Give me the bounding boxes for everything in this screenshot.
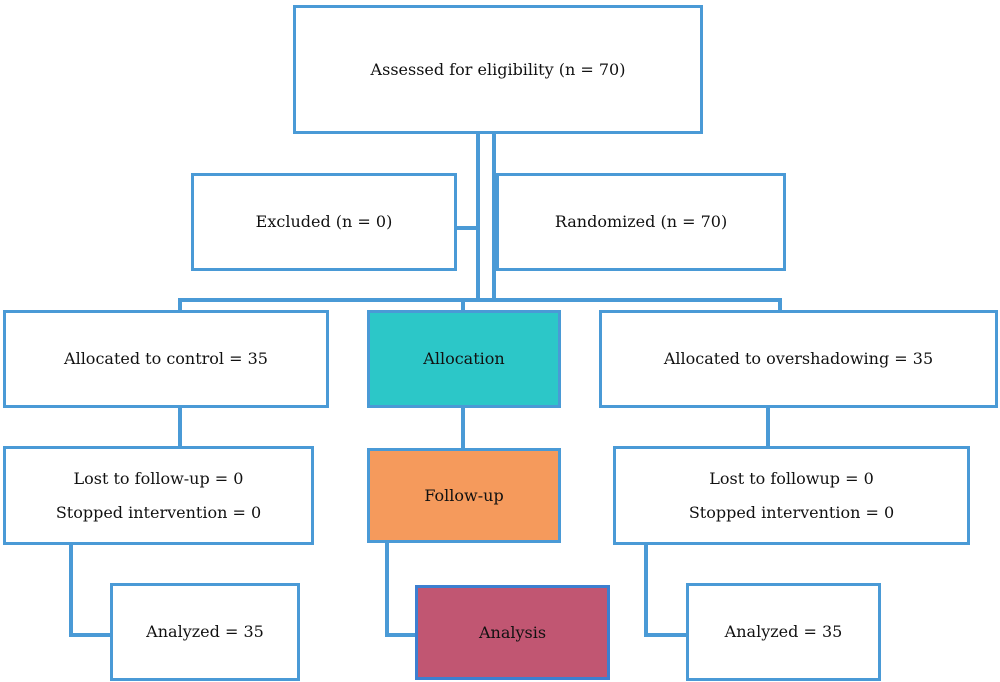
allocation-box: Allocation	[367, 310, 561, 408]
allocated-overshadowing-label: Allocated to overshadowing = 35	[663, 349, 934, 369]
allocated-control-label: Allocated to control = 35	[64, 349, 268, 369]
connector-followup-to-analysis	[385, 541, 418, 637]
control-lost-label: Lost to follow-up = 0	[73, 468, 244, 488]
control-followup-box: Lost to follow-up = 0 Stopped interventi…	[3, 446, 314, 545]
analysis-box: Analysis	[415, 585, 610, 680]
excluded-box: Excluded (n = 0)	[191, 173, 457, 271]
followup-label: Follow-up	[424, 485, 504, 505]
randomized-box: Randomized (n = 70)	[496, 173, 786, 271]
allocated-overshadowing-box: Allocated to overshadowing = 35	[599, 310, 998, 408]
control-analyzed-label: Analyzed = 35	[146, 622, 264, 642]
control-stopped-label: Stopped intervention = 0	[55, 503, 262, 522]
overshadowing-followup-box: Lost to followup = 0 Stopped interventio…	[613, 446, 970, 545]
analysis-label: Analysis	[478, 622, 547, 642]
overshadowing-analyzed-label: Analyzed = 35	[724, 622, 843, 642]
assessed-box: Assessed for eligibility (n = 70)	[293, 5, 703, 134]
assessed-label: Assessed for eligibility (n = 70)	[370, 59, 626, 79]
followup-box: Follow-up	[367, 448, 561, 543]
excluded-label: Excluded (n = 0)	[255, 212, 393, 232]
overshadowing-lost-label: Lost to followup = 0	[709, 468, 874, 488]
control-analyzed-box: Analyzed = 35	[110, 583, 300, 681]
allocated-control-box: Allocated to control = 35	[3, 310, 329, 408]
connector-control-to-analyzed	[69, 543, 112, 637]
connector-overshadowing-to-analyzed	[644, 543, 688, 637]
allocation-label: Allocation	[423, 349, 505, 369]
randomized-label: Randomized (n = 70)	[554, 212, 728, 232]
overshadowing-analyzed-box: Analyzed = 35	[686, 583, 881, 681]
overshadowing-stopped-label: Stopped intervention = 0	[688, 503, 895, 522]
